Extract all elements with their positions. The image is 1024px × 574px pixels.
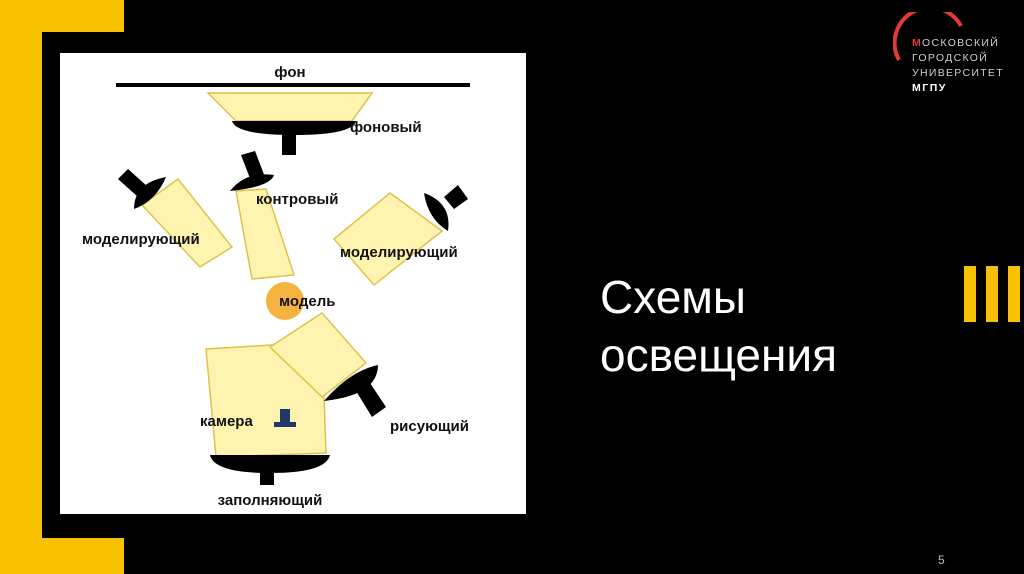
background-light-beam xyxy=(206,92,374,122)
stripe-2 xyxy=(986,266,998,322)
university-logo xyxy=(893,12,963,61)
logo-line-3: УНИВЕРСИТЕТ xyxy=(912,67,1004,79)
slide-title-line-2: освещения xyxy=(600,329,838,381)
logo-line-1: МОСКОВСКИЙ xyxy=(912,36,1022,51)
modeling-right-beam xyxy=(332,192,444,287)
stripe-1 xyxy=(964,266,976,322)
background-light xyxy=(206,92,374,155)
modeling-left-beam xyxy=(140,177,234,268)
back-light xyxy=(230,151,296,280)
back-light-stand xyxy=(241,151,265,181)
slide-title-line-1: Схемы xyxy=(600,271,746,323)
label-back-light: контровый xyxy=(256,191,338,208)
page-number: 5 xyxy=(938,553,945,567)
university-name: МОСКОВСКИЙ ГОРОДСКОЙ УНИВЕРСИТЕТ МГПУ xyxy=(912,36,1022,96)
fill-light xyxy=(210,455,330,485)
stripe-3 xyxy=(1008,266,1020,322)
label-modeling-right: моделирующий xyxy=(340,244,458,261)
lighting-scheme-svg: фон фоновый контровый моделирующий м xyxy=(82,64,470,509)
logo-line-2: ГОРОДСКОЙ xyxy=(912,52,989,64)
model-circle xyxy=(266,282,304,320)
modeling-light-left xyxy=(118,169,234,268)
label-camera: камера xyxy=(200,413,253,430)
key-light-reflector xyxy=(324,365,378,401)
label-key-light: рисующий xyxy=(390,418,469,435)
background-light-reflector xyxy=(232,121,356,135)
key-light xyxy=(324,365,386,417)
label-model: модель xyxy=(279,293,335,310)
modeling-right-stand xyxy=(444,185,468,209)
modeling-left-reflector xyxy=(134,177,166,209)
fill-light-reflector xyxy=(210,455,330,473)
modeling-light-right xyxy=(332,185,468,287)
logo-first-letter: М xyxy=(912,37,923,49)
modeling-right-reflector xyxy=(424,193,449,231)
logo-brand: МГПУ xyxy=(912,82,947,94)
backdrop-line xyxy=(116,83,470,87)
label-background: фон xyxy=(274,64,305,81)
background-light-stand xyxy=(282,133,296,155)
back-light-reflector xyxy=(230,174,274,191)
label-modeling-left: моделирующий xyxy=(82,231,200,248)
camera xyxy=(274,409,296,427)
decorative-stripes xyxy=(964,266,1024,322)
key-light-beam xyxy=(268,312,368,398)
back-light-beam xyxy=(235,188,296,280)
camera-body xyxy=(280,409,290,423)
lighting-diagram: фон фоновый контровый моделирующий м xyxy=(60,53,526,514)
logo-line-1-rest: ОСКОВСКИЙ xyxy=(922,37,1000,49)
logo-arc-icon xyxy=(893,12,963,61)
key-light-stand xyxy=(356,383,386,417)
label-background-light: фоновый xyxy=(350,119,422,136)
label-fill-light: заполняющий xyxy=(218,492,323,509)
camera-base xyxy=(274,422,296,427)
slide-title: Схемы освещения xyxy=(600,268,940,384)
fill-light-stand xyxy=(260,471,274,485)
